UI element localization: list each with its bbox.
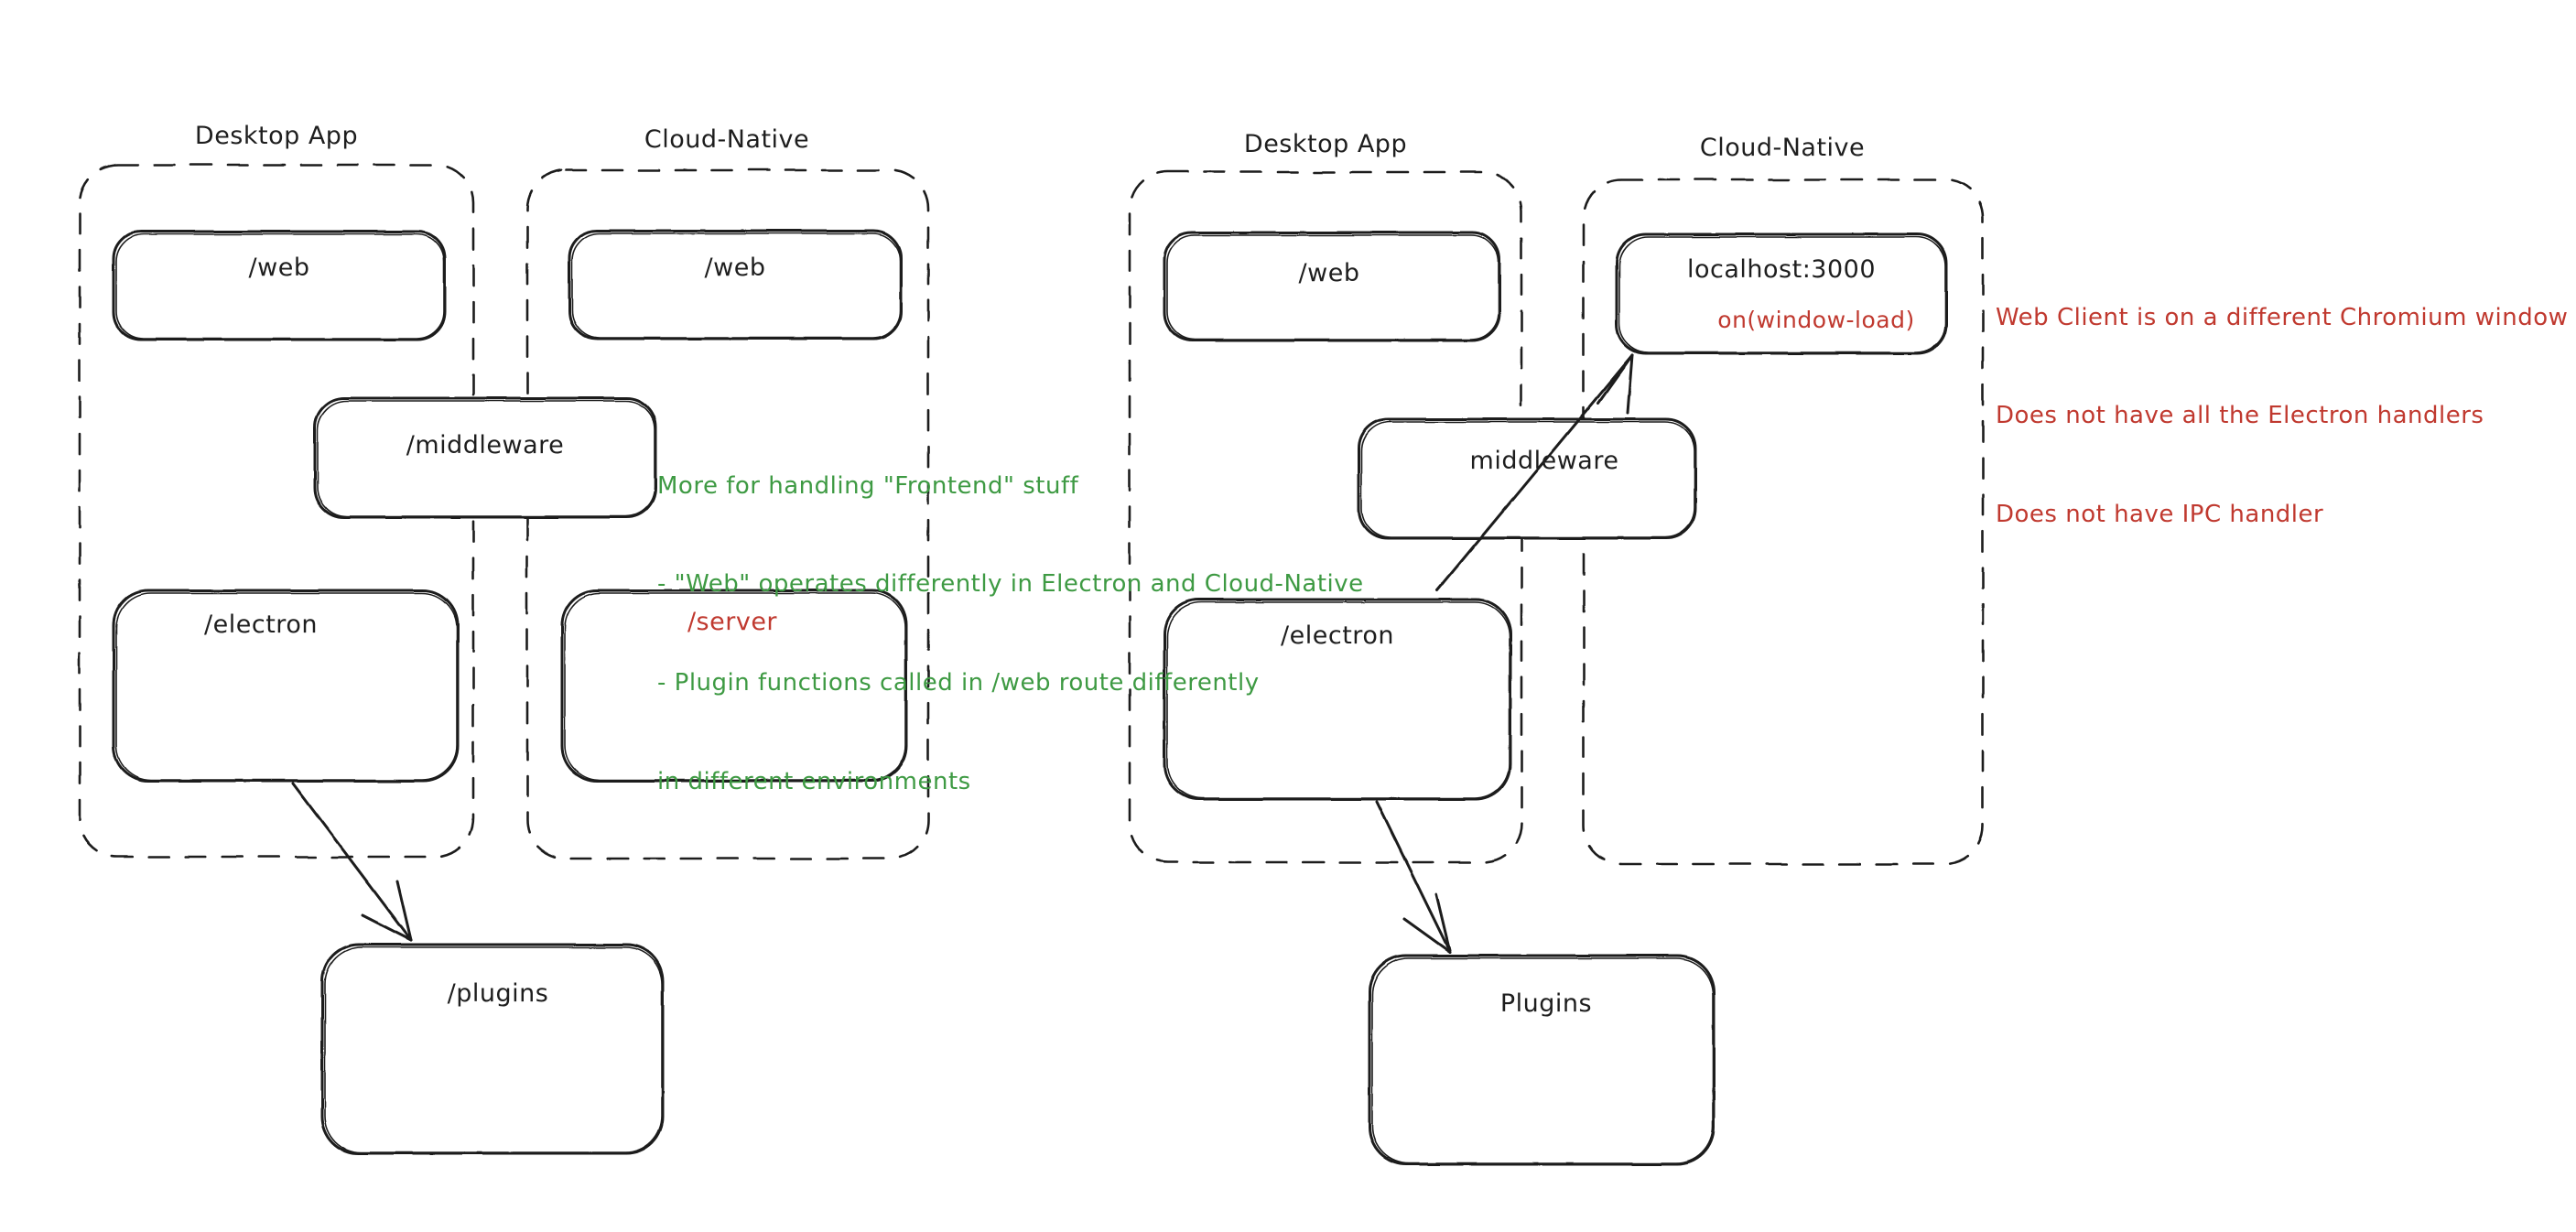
group-outline-left-desktop-app — [78, 163, 475, 859]
node-label-right-plugins[interactable]: Plugins — [1499, 989, 1593, 1018]
arrow-right-electron-to-plugins — [1375, 800, 1452, 954]
node-outline-left-server-2 — [564, 592, 906, 781]
annotation-green-note: More for handling "Frontend" stuff - "We… — [657, 405, 1364, 864]
node-outline-left-cloud-web-2 — [571, 232, 901, 339]
annotation-red-note: Web Client is on a different Chromium wi… — [1996, 236, 2568, 598]
arrow-right-electron-to-localhost — [1435, 353, 1634, 592]
group-outline-left-cloud-native — [525, 168, 930, 860]
arrow-right-head-b — [1434, 892, 1452, 954]
annotation-red-line-3: Does not have IPC handler — [1996, 501, 2324, 528]
node-outline-left-desktop-web-2 — [115, 233, 445, 340]
node-outline-right-electron-2 — [1166, 601, 1510, 799]
arrow-right-head-a — [1402, 917, 1452, 954]
node-label-left-middleware[interactable]: /middleware — [406, 431, 565, 459]
node-label-right-middleware[interactable]: middleware — [1469, 447, 1619, 475]
node-label-right-electron[interactable]: /electron — [1281, 621, 1394, 650]
annotation-green-line-2: - "Web" operates differently in Electron… — [657, 570, 1364, 599]
node-label-left-desktop-web[interactable]: /web — [248, 254, 310, 282]
group-label-right-cloud-native: Cloud-Native — [1699, 134, 1866, 162]
arrow-left-electron-to-plugins — [291, 782, 413, 942]
group-outline-right-desktop-app — [1128, 170, 1523, 864]
annotation-red-line-2: Does not have all the Electron handlers — [1996, 402, 2484, 430]
node-label-left-server[interactable]: /server — [687, 608, 778, 636]
annotation-green-line-3: - Plugin functions called in /web route … — [657, 669, 1260, 697]
arrow-up-head-a — [1596, 353, 1634, 405]
group-label-right-desktop-app: Desktop App — [1243, 130, 1408, 158]
node-label-left-cloud-web[interactable]: /web — [704, 254, 766, 282]
group-label-left-desktop-app: Desktop App — [194, 122, 359, 150]
annotation-green-line-4: in different environments — [657, 767, 971, 795]
node-label-left-electron[interactable]: /electron — [204, 611, 318, 639]
arrow-up-head-b — [1626, 353, 1634, 415]
node-outline-left-plugins-2 — [324, 946, 663, 1153]
annotation-red-line-1: Web Client is on a different Chromium wi… — [1996, 303, 2569, 331]
node-label-right-localhost[interactable]: localhost:3000 — [1686, 255, 1877, 284]
node-outline-right-plugins-2 — [1371, 957, 1714, 1164]
arrow-left-head-b — [395, 880, 413, 942]
node-sublabel-right-localhost-on-window-load: on(window-load) — [1717, 307, 1915, 333]
arrow-left-head-a — [361, 913, 413, 942]
node-label-left-plugins[interactable]: /plugins — [447, 979, 549, 1008]
node-outline-right-localhost-2 — [1618, 236, 1946, 353]
node-outline-left-middleware-2 — [317, 400, 655, 517]
annotation-green-line-1: More for handling "Frontend" stuff — [657, 471, 1079, 500]
group-label-left-cloud-native: Cloud-Native — [644, 125, 810, 154]
node-outline-left-electron-2 — [115, 592, 458, 781]
node-label-right-desktop-web[interactable]: /web — [1298, 259, 1360, 287]
node-outline-right-desktop-web-2 — [1166, 234, 1499, 340]
